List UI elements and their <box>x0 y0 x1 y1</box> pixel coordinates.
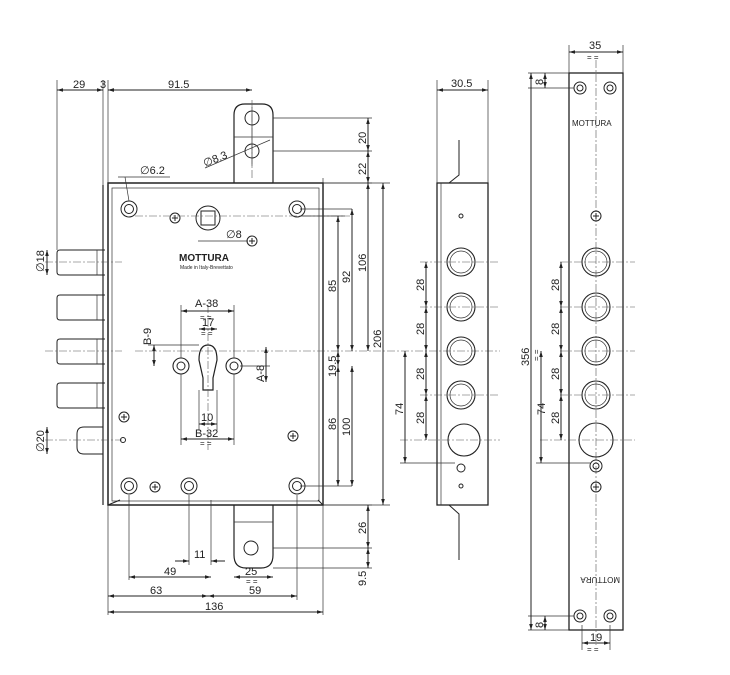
logo-tagline: Made in Italy-Brevettato <box>180 265 233 271</box>
top-pin <box>233 103 274 183</box>
faceplate-spacing-3: 28 <box>550 368 562 380</box>
dim-49: 49 <box>164 566 176 578</box>
dim-85: 85 <box>327 280 339 292</box>
side-view: 30.5 28 28 28 28 74 <box>394 78 500 560</box>
faceplate-spacing-2: 28 <box>550 323 562 335</box>
faceplate-edge-top: 8 <box>534 79 546 85</box>
front-view: MOTTURA Made in Italy-Brevettato 29 3 91… <box>35 79 500 615</box>
dim-106: 106 <box>357 254 369 272</box>
faceplate-dim-74: 74 <box>536 403 548 415</box>
faceplate-eq-bottom: = = <box>587 645 599 654</box>
dim-91-5: 91.5 <box>168 79 189 91</box>
brand-logo: MOTTURA Made in Italy-Brevettato <box>179 253 233 271</box>
eq-25: = = <box>246 577 258 586</box>
dim-17: 17 <box>202 317 214 329</box>
dim-63: 63 <box>150 585 162 597</box>
side-dim-74: 74 <box>394 403 406 415</box>
eq-a38: = = <box>200 313 212 322</box>
eq-17: = = <box>201 329 213 338</box>
dim-19-5: 19.5 <box>327 356 339 377</box>
cross-screws <box>118 212 299 493</box>
dim-26: 26 <box>357 522 369 534</box>
dia-pin-label: ∅8.3 <box>202 149 230 169</box>
dim-20: 20 <box>357 132 369 144</box>
faceplate-view: MOTTURA MOTTURA 35 = = 19 = = 8 8 356 = … <box>520 40 635 654</box>
dim-100: 100 <box>341 418 353 436</box>
faceplate-eq-height: = = <box>532 349 541 361</box>
side-spacing-2: 28 <box>415 323 427 335</box>
faceplate-label-top: MOTTURA <box>572 119 612 128</box>
bottom-pin <box>233 505 274 569</box>
side-width: 30.5 <box>451 78 472 90</box>
dim-92: 92 <box>341 271 353 283</box>
dim-a38: A-38 <box>195 298 218 310</box>
dia-square-label: ∅8 <box>226 229 242 241</box>
eq-b32: = = <box>200 439 212 448</box>
dim-59: 59 <box>249 585 261 597</box>
faceplate-spacing-1: 28 <box>550 279 562 291</box>
dim-22: 22 <box>357 163 369 175</box>
side-spacing-3: 28 <box>415 368 427 380</box>
logo-text: MOTTURA <box>179 253 229 264</box>
dim-a8: A-8 <box>255 365 267 382</box>
bolts <box>45 249 122 455</box>
faceplate-width-top: 35 <box>589 40 601 52</box>
side-spacing-1: 28 <box>415 279 427 291</box>
faceplate-label-bottom: MOTTURA <box>580 575 620 584</box>
dim-136: 136 <box>205 601 223 613</box>
dim-86: 86 <box>327 418 339 430</box>
faceplate-eq-top: = = <box>587 53 599 62</box>
dim-11: 11 <box>194 549 205 561</box>
dim-29: 29 <box>73 79 85 91</box>
roller-pin <box>120 437 126 443</box>
square-follower <box>195 205 221 231</box>
faceplate-height: 356 <box>520 348 532 366</box>
side-bolts <box>446 247 481 457</box>
side-spacing-4: 28 <box>415 412 427 424</box>
dim-25: 25 <box>245 566 257 578</box>
dim-3: 3 <box>100 79 106 91</box>
dia-bolt-label: ∅18 <box>35 250 47 272</box>
dim-b32: B-32 <box>195 428 218 440</box>
dim-9-5: 9.5 <box>357 571 369 586</box>
dia-screw-label: ∅6.2 <box>140 165 165 177</box>
dim-206: 206 <box>372 330 384 348</box>
lock-body <box>102 182 324 506</box>
faceplate-edge-bottom: 8 <box>534 622 546 628</box>
faceplate-spacing-4: 28 <box>550 412 562 424</box>
faceplate-width-bottom: 19 <box>590 632 602 644</box>
dim-10: 10 <box>201 412 213 424</box>
dim-b9: B-9 <box>142 328 154 345</box>
dia-roller-label: ∅20 <box>35 430 47 452</box>
